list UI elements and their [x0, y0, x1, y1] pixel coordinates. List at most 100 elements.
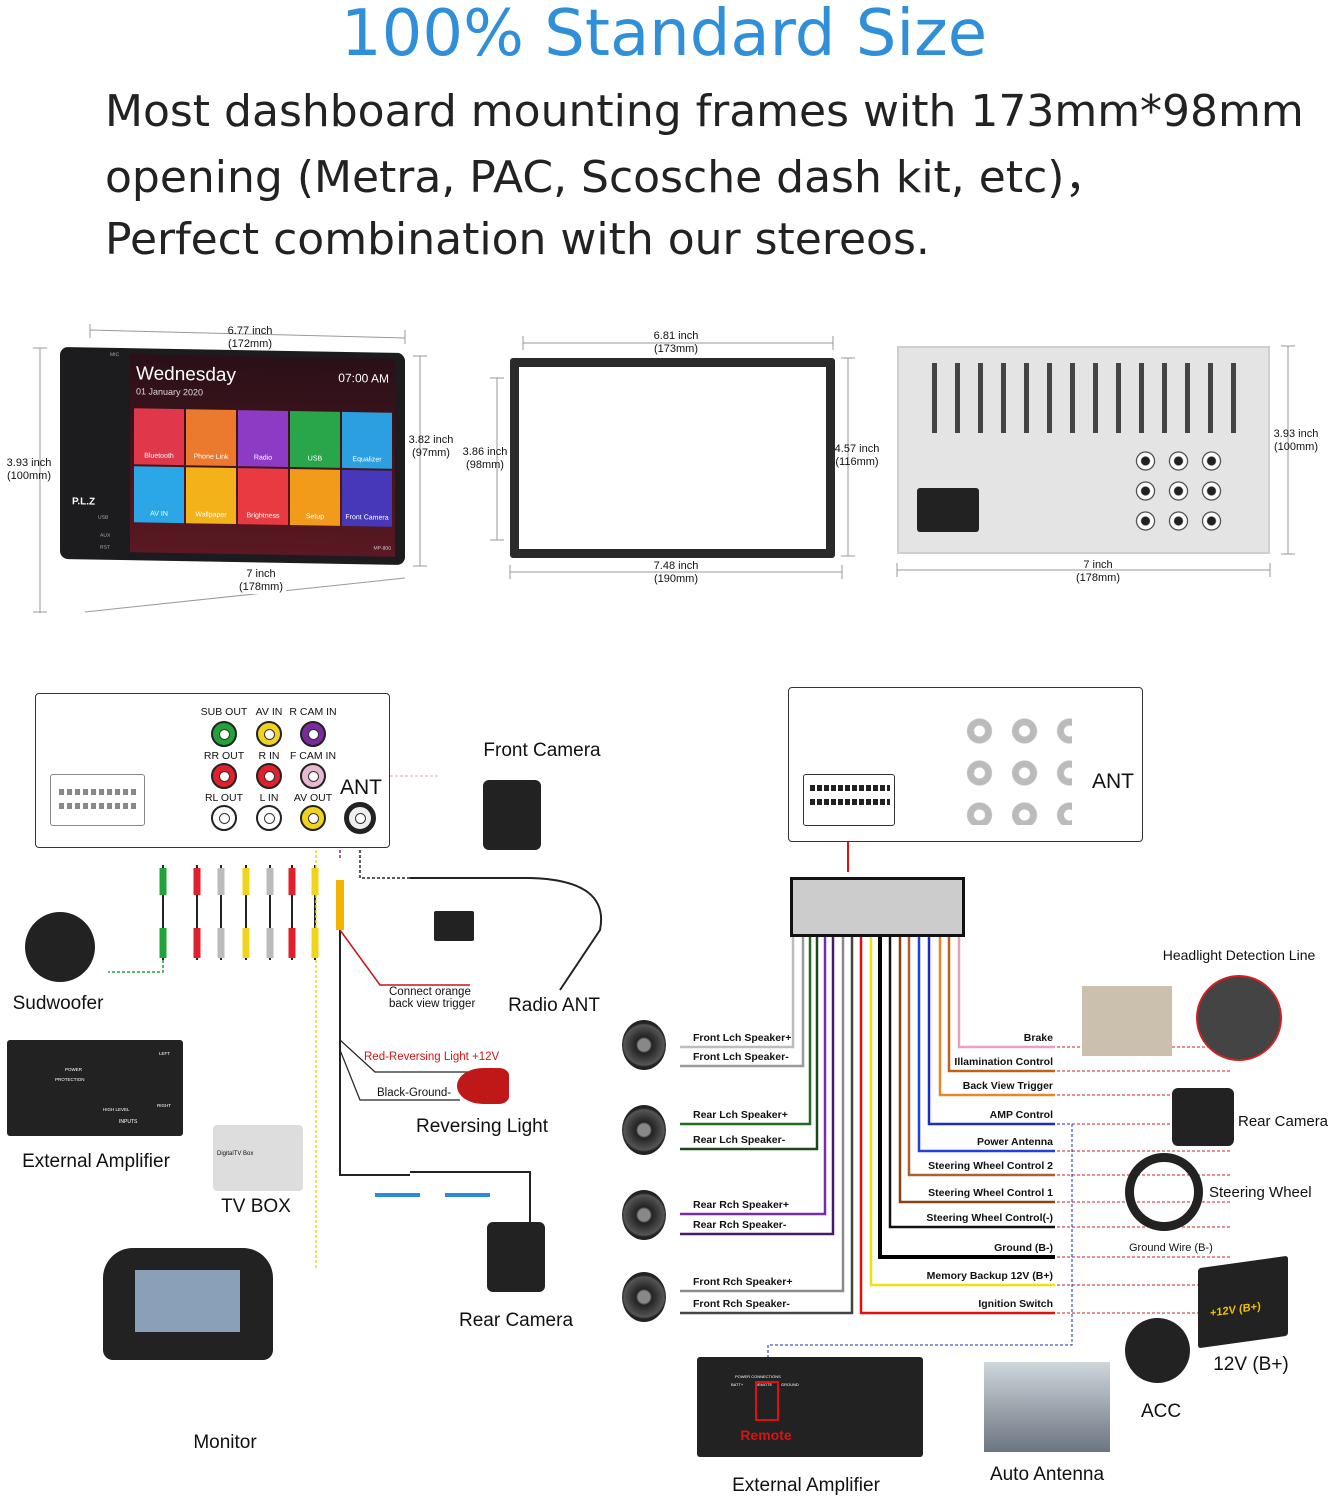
screen-date: 01 January 2020 [136, 386, 204, 398]
rst-label: RST [100, 544, 110, 551]
jack-av-in [256, 721, 282, 747]
frame-inner-height-label: 3.86 inch(98mm) [462, 446, 508, 471]
wire-label: Ground (B-) [994, 1242, 1053, 1254]
harness-connector-icon [50, 774, 145, 826]
stereo-width-label: 6.77 inch(172mm) [227, 325, 273, 350]
orange-trigger-line [339, 929, 470, 986]
wire-label: Front Lch Speaker+ [693, 1032, 792, 1044]
wire-5 [680, 937, 835, 1236]
stereo-rear-panel-left [35, 693, 390, 848]
wire-label: Ignition Switch [978, 1298, 1053, 1310]
wire-label: Back View Trigger [962, 1080, 1053, 1092]
wire-label: AMP Control [989, 1109, 1053, 1121]
wire-back-view-trigger [938, 937, 1055, 1097]
wire-steering-wheel-control-2 [907, 937, 1055, 1177]
jack-label: F CAM IN [289, 750, 337, 762]
harness-connector-icon [803, 774, 895, 826]
subtitle-line-1: Most dashboard mounting frames with 173m… [105, 86, 1304, 137]
tile-usb[interactable]: USB [290, 411, 340, 468]
tile-front-camera[interactable]: Front Camera [342, 469, 392, 527]
rear-cam-extension [410, 1171, 531, 1230]
tile-wallpaper[interactable]: Wallpaper [186, 467, 236, 525]
wire-4 [680, 937, 827, 1216]
external-amplifier-left-icon: POWER PROTECTION LEFT RIGHT HIGH LEVEL I… [7, 1040, 183, 1136]
mounting-frame [510, 358, 835, 558]
auto-antenna-label: Auto Antenna [989, 1464, 1105, 1485]
wire-steering-wheel-control- [888, 937, 1055, 1229]
wire-ignition-switch [859, 937, 1055, 1315]
wire-label: Illamination Control [954, 1056, 1053, 1068]
jack-label: R IN [258, 750, 280, 762]
page-title: 100% Standard Size [340, 0, 988, 71]
model-number: MP-800 [373, 545, 391, 552]
steering-wheel-label: Steering Wheel [1209, 1184, 1312, 1201]
external-amplifier-left-label: External Amplifier [22, 1151, 170, 1172]
tile-bluetooth[interactable]: Bluetooth [134, 408, 184, 466]
rca-jack-grid-icon [957, 710, 1072, 825]
tile-av-in[interactable]: AV IN [134, 466, 184, 524]
stereo-head-unit: MIC USB AUX RST P.L.Z Wednesday 01 Janua… [60, 346, 405, 566]
frame-outer-height-label: 4.57 inch(116mm) [834, 443, 880, 468]
front-camera-label: Front Camera [483, 740, 601, 761]
handbrake-photo [1082, 986, 1172, 1056]
jack-rl-out [211, 805, 237, 831]
jack-label: RR OUT [203, 750, 245, 762]
frame-outer-width-label: 7.48 inch(190mm) [653, 560, 699, 585]
jack-label: AV OUT [293, 792, 333, 804]
red-reversing-light-label: Red-Reversing Light +12V [364, 1051, 500, 1063]
screen-time: 07:00 AM [338, 370, 389, 386]
tile-phone-link[interactable]: Phone Link [186, 409, 236, 467]
rear-camera-right-label: Rear Camera [1238, 1113, 1328, 1130]
wire-illamination-control [947, 937, 1055, 1073]
tile-setup[interactable]: Setup [290, 469, 340, 526]
remote-label: Remote [740, 1427, 792, 1443]
tile-brightness[interactable]: Brightness [238, 468, 288, 525]
wire-3 [680, 937, 819, 1151]
ant-jack [344, 802, 376, 834]
jack-label: SUB OUT [200, 706, 248, 718]
wire-6 [680, 937, 845, 1293]
wiring-harness [790, 877, 965, 937]
stereo-screen: Wednesday 01 January 2020 07:00 AM MP-80… [130, 354, 395, 557]
rear-camera-label: Rear Camera [458, 1310, 574, 1331]
tile-equalizer[interactable]: Equalizer [342, 411, 392, 469]
rear-camera-cable [339, 880, 410, 1176]
tile-radio[interactable]: Radio [238, 410, 288, 467]
headrest-monitor-icon [103, 1248, 273, 1360]
wire-label: Steering Wheel Control(-) [926, 1212, 1053, 1224]
screen-day: Wednesday [136, 363, 236, 387]
stereo-screen-height-label: 3.82 inch(97mm) [408, 434, 454, 459]
subtitle-line-2: opening (Metra, PAC, Scosche dash kit, e… [105, 152, 1109, 203]
wire-memory-backup-12v-b- [869, 937, 1055, 1287]
wire-label: Front Lch Speaker- [693, 1051, 789, 1063]
jack-l-in [256, 805, 282, 831]
wire-2 [680, 937, 812, 1126]
subtitle-line-3: Perfect combination with our stereos. [105, 214, 930, 265]
brand-logo: P.L.Z [72, 496, 96, 508]
ignition-icon [1125, 1318, 1190, 1383]
radio-antenna-cable [410, 877, 603, 991]
speaker-icon [622, 1105, 666, 1155]
reversing-light-icon [457, 1068, 509, 1104]
wire-label: Rear Lch Speaker- [693, 1134, 786, 1146]
stereo-height-label: 3.93 inch(100mm) [6, 457, 52, 482]
frame-inner-width-label: 6.81 inch(173mm) [653, 330, 699, 355]
housing-width-label: 7 inch(178mm) [1075, 559, 1121, 584]
wire-1 [680, 937, 805, 1068]
wire-label: Memory Backup 12V (B+) [926, 1270, 1053, 1282]
wire-power-antenna [917, 937, 1055, 1153]
jack-label: AV IN [255, 706, 283, 718]
headlight-detection-label: Headlight Detection Line [1162, 947, 1316, 963]
wire-brake [957, 937, 1055, 1049]
amp-remote-wire [767, 1123, 1073, 1380]
rear-camera-right-icon [1172, 1088, 1234, 1146]
front-camera-icon [483, 780, 541, 850]
wire-label: Rear Rch Speaker- [693, 1219, 787, 1231]
wire-label: Rear Lch Speaker+ [693, 1109, 788, 1121]
wire-label: Front Rch Speaker- [693, 1298, 790, 1310]
mic-label: MIC [110, 351, 120, 359]
jack-f-cam-in [300, 763, 326, 789]
jack-label: L IN [259, 792, 279, 804]
